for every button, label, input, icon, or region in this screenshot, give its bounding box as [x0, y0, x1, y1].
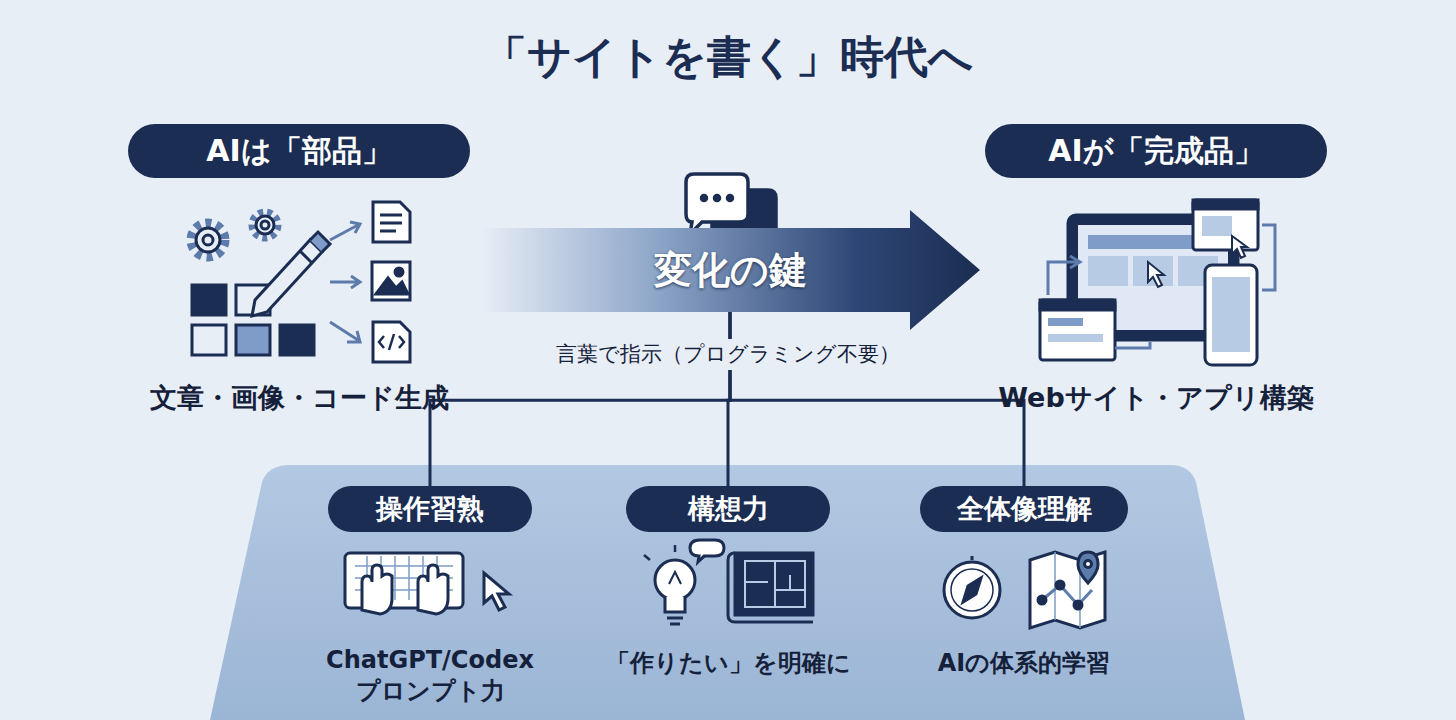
devices-icon: [1040, 200, 1275, 365]
title: 「サイトを書く」時代へ: [0, 28, 1456, 87]
skill-pill: 構想力: [626, 486, 830, 532]
compass-map-icon: [944, 552, 1105, 628]
node-text: AIが「完成品」: [1048, 131, 1263, 172]
node-text: 全体像理解: [957, 491, 1092, 527]
arrow-band: 変化の鍵: [480, 210, 980, 330]
caption-text: Webサイト・アプリ構築: [966, 380, 1346, 415]
node-text: 操作習熟: [376, 491, 484, 527]
node-text: 変化の鍵: [654, 245, 807, 296]
skill-pill: 全体像理解: [920, 486, 1128, 532]
skill-pill: 操作習熟: [328, 486, 532, 532]
node-text: 構想力: [688, 491, 769, 527]
node-text: AIは「部品」: [206, 131, 391, 172]
bottom-panel: [210, 465, 1245, 720]
caption-text: ChatGPT/Codex プロンプト力: [310, 645, 550, 707]
keyboard-icon: [345, 553, 509, 614]
caption-text: 「作りたい」を明確に: [588, 648, 868, 679]
idea-icon: [644, 540, 813, 624]
heading-pill: AIは「部品」: [128, 124, 470, 178]
heading-pill: AIが「完成品」: [985, 124, 1327, 178]
key-note: 言葉で指示（プログラミング不要）: [508, 339, 948, 370]
caption-text: 文章・画像・コード生成: [109, 380, 489, 415]
parts-icon: [191, 202, 410, 362]
caption-text: AIの体系的学習: [894, 648, 1154, 679]
